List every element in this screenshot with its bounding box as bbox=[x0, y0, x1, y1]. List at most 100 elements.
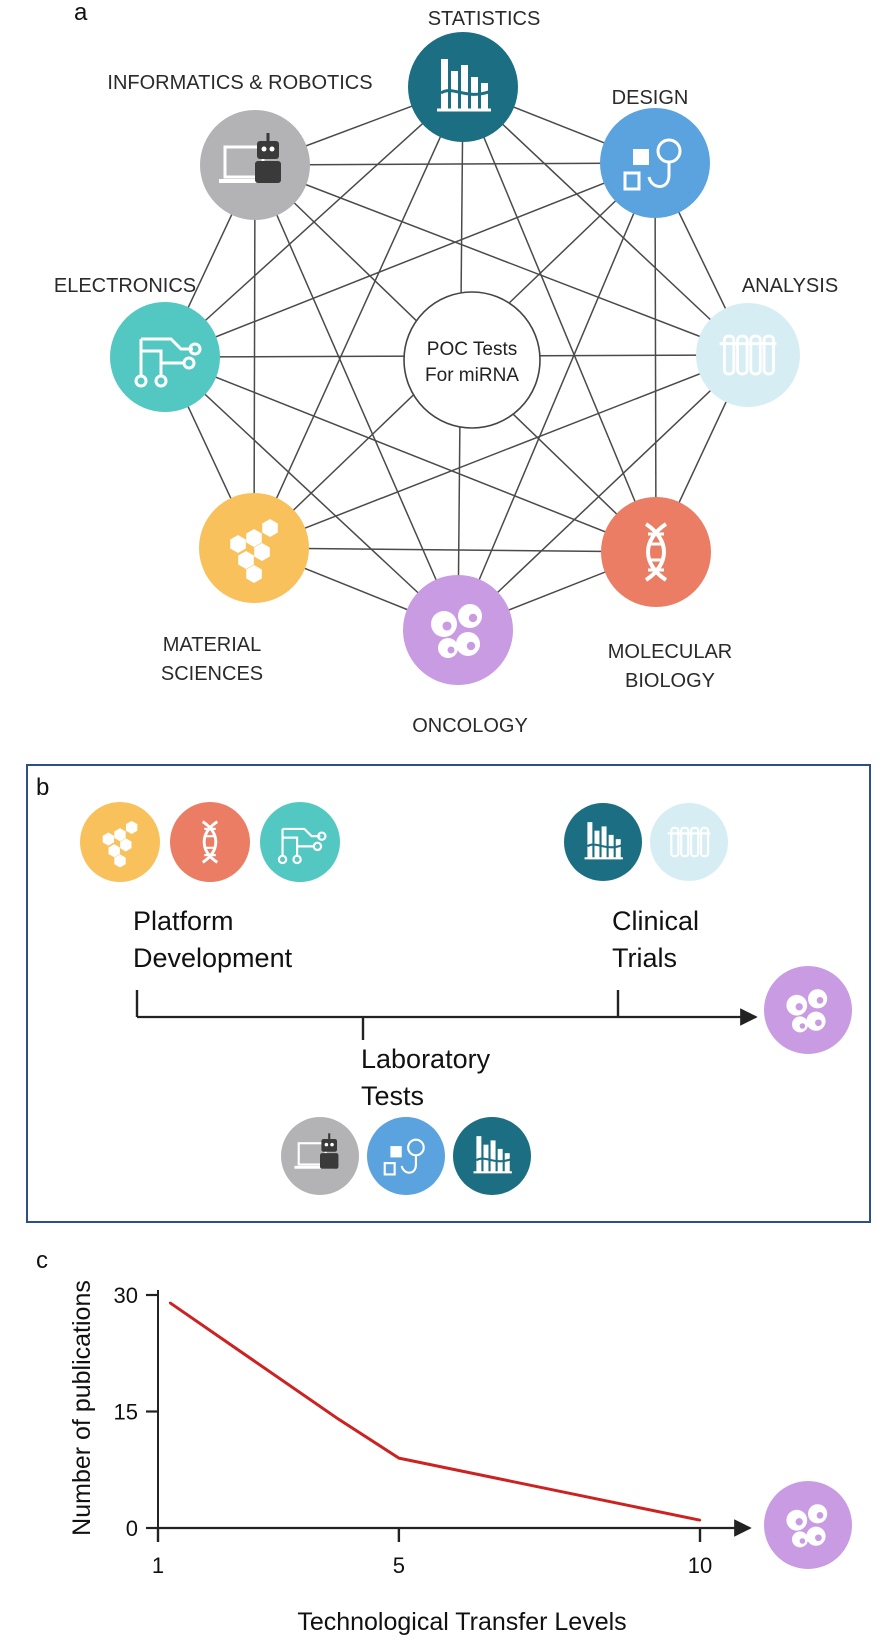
icon-disc-molecular-biology bbox=[170, 802, 250, 882]
hexagons-icon bbox=[230, 519, 278, 583]
icon-informatics-robotics bbox=[281, 1117, 359, 1195]
lightbulb-design-icon bbox=[623, 138, 682, 191]
dna-icon bbox=[644, 522, 668, 582]
icon-disc-molecular-biology bbox=[601, 497, 711, 607]
panel-a-letter: a bbox=[74, 0, 88, 26]
node-label-material-sciences-2: SCIENCES bbox=[161, 663, 263, 685]
stage-icons-laboratory bbox=[281, 1117, 531, 1195]
node-label-electronics: ELECTRONICS bbox=[54, 275, 196, 297]
test-tubes-icon bbox=[719, 334, 777, 376]
series-lines bbox=[168, 1301, 702, 1522]
node-statistics: STATISTICS bbox=[408, 8, 540, 142]
y-tick-label: 15 bbox=[114, 1400, 138, 1425]
edge-material-sciences-informatics-robotics bbox=[253, 164, 256, 549]
series-point bbox=[337, 1418, 340, 1421]
series-line-0 bbox=[169, 1301, 701, 1522]
edge-analysis-oncology bbox=[457, 354, 749, 631]
node-label-design: DESIGN bbox=[612, 87, 689, 109]
icon-disc-design bbox=[367, 1117, 445, 1195]
x-tick-label: 10 bbox=[688, 1553, 712, 1578]
icon-disc-design bbox=[600, 108, 710, 218]
y-tick-label: 30 bbox=[114, 1283, 138, 1308]
circuit-icon bbox=[277, 827, 327, 865]
icon-statistics bbox=[564, 803, 642, 881]
center-node: POC Tests For miRNA bbox=[403, 291, 541, 429]
icon-informatics-robotics bbox=[200, 110, 310, 220]
chart-end-icon bbox=[764, 1481, 852, 1569]
dna-icon bbox=[201, 820, 219, 864]
node-oncology: ONCOLOGY bbox=[403, 575, 528, 737]
y-axis-label: Number of publications bbox=[68, 1280, 96, 1536]
stage-icons-platform bbox=[80, 802, 340, 882]
panel-c: c Technological Transfer Levels Number o… bbox=[36, 1247, 852, 1636]
icon-analysis bbox=[696, 303, 800, 407]
cells-icon bbox=[786, 989, 828, 1033]
panel-b-letter: b bbox=[36, 774, 49, 801]
stage-clinical-label-2: Trials bbox=[612, 943, 677, 973]
icon-electronics bbox=[110, 302, 220, 412]
edge-analysis-informatics-robotics bbox=[254, 164, 749, 356]
node-informatics-robotics: INFORMATICS & ROBOTICS bbox=[107, 72, 373, 220]
node-design: DESIGN bbox=[600, 87, 710, 218]
x-axis-label: Technological Transfer Levels bbox=[297, 1608, 626, 1636]
robot-laptop-icon bbox=[219, 133, 281, 183]
stage-laboratory-label-1: Laboratory bbox=[361, 1044, 491, 1074]
edge-design-informatics-robotics bbox=[254, 162, 656, 166]
icon-disc-material-sciences bbox=[80, 802, 160, 882]
edge-design-electronics bbox=[164, 162, 656, 358]
panel-c-letter: c bbox=[36, 1247, 48, 1274]
icon-analysis bbox=[650, 803, 728, 881]
panel-b-frame bbox=[26, 764, 871, 1223]
icon-design bbox=[367, 1117, 445, 1195]
series-point bbox=[168, 1301, 172, 1304]
icon-disc-oncology bbox=[764, 966, 852, 1054]
x-tick-label: 1 bbox=[152, 1553, 164, 1578]
hexagons-icon bbox=[102, 820, 138, 868]
center-circle bbox=[403, 291, 541, 429]
bar-chart-icon bbox=[473, 1136, 513, 1174]
bar-chart-icon bbox=[437, 59, 492, 112]
stage-clinical-label-1: Clinical bbox=[612, 906, 699, 936]
edge-design-oncology bbox=[457, 162, 656, 631]
icon-molecular-biology bbox=[170, 802, 250, 882]
icon-molecular-biology bbox=[601, 497, 711, 607]
node-label-molecular-biology-2: BIOLOGY bbox=[625, 670, 715, 692]
node-label-informatics-robotics: INFORMATICS & ROBOTICS bbox=[107, 72, 372, 94]
icon-disc-oncology bbox=[403, 575, 513, 685]
network-nodes: STATISTICS DESIGN ANALYSIS MOLECULAR BIOLOGY… bbox=[54, 8, 838, 737]
robot-laptop-icon bbox=[294, 1133, 339, 1169]
x-tick-label: 5 bbox=[393, 1553, 405, 1578]
node-label-analysis: ANALYSIS bbox=[742, 275, 838, 297]
bar-chart-icon bbox=[584, 822, 624, 860]
node-electronics: ELECTRONICS bbox=[54, 275, 220, 412]
icon-disc-electronics bbox=[260, 802, 340, 882]
edge-molecular-biology-material-sciences bbox=[253, 547, 657, 553]
icon-design bbox=[600, 108, 710, 218]
node-molecular-biology: MOLECULAR BIOLOGY bbox=[601, 497, 732, 692]
edge-design-molecular-biology bbox=[654, 162, 657, 553]
icon-material-sciences bbox=[199, 493, 309, 603]
circuit-icon bbox=[134, 337, 202, 388]
edge-statistics-analysis bbox=[462, 86, 749, 356]
stage-laboratory-label-2: Tests bbox=[361, 1081, 424, 1111]
center-text-line-1: POC Tests bbox=[427, 339, 517, 360]
edge-oncology-electronics bbox=[164, 356, 459, 631]
icon-material-sciences bbox=[80, 802, 160, 882]
lightbulb-design-icon bbox=[383, 1138, 425, 1176]
icon-disc-oncology bbox=[764, 1481, 852, 1569]
icon-electronics bbox=[260, 802, 340, 882]
stage-icons bbox=[80, 802, 852, 1195]
y-tick-label: 0 bbox=[126, 1516, 138, 1541]
icon-statistics bbox=[408, 32, 518, 142]
series-point bbox=[397, 1456, 401, 1460]
node-label-oncology: ONCOLOGY bbox=[412, 715, 528, 737]
series-point bbox=[698, 1519, 702, 1522]
test-tubes-icon bbox=[667, 826, 711, 858]
node-label-molecular-biology-1: MOLECULAR bbox=[608, 641, 732, 663]
edge-molecular-biology-electronics bbox=[164, 356, 657, 553]
icon-oncology bbox=[764, 966, 852, 1054]
icon-oncology bbox=[403, 575, 513, 685]
